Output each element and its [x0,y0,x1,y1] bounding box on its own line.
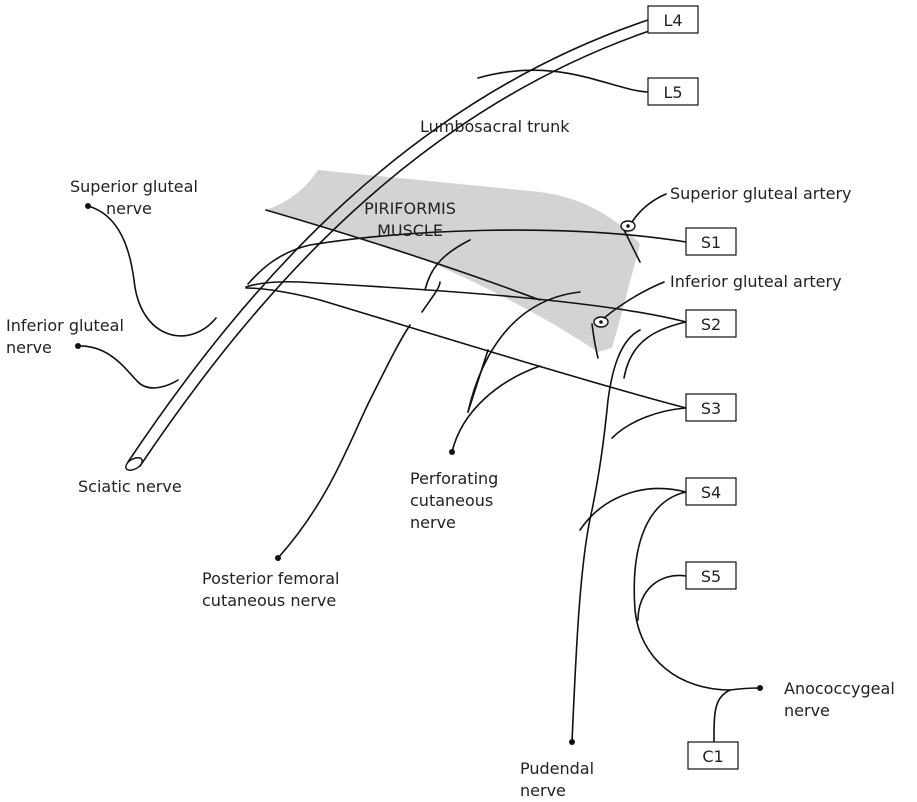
superior-gluteal-artery-label: Superior gluteal artery [670,184,852,203]
superior-gluteal-nerve-dot [85,203,91,209]
superior-gluteal-artery-dot [626,224,630,228]
sciatic-nerve-trunk-right-edge [139,29,653,467]
inferior-gluteal-nerve-label-line1: Inferior gluteal [6,316,124,335]
l5-root-nerve [477,69,649,93]
inferior-gluteal-artery-dot [599,320,603,324]
piriformis-muscle [266,170,640,352]
perforating-cutaneous-nerve-branch-2 [467,291,581,413]
perforating-cutaneous-nerve-label-line2: cutaneous [410,491,493,510]
piriformis-label-line2: MUSCLE [377,221,443,240]
pudendal-nerve-dot [569,739,575,745]
pudendal-nerve-branch [571,329,641,743]
posterior-femoral-cutaneous-nerve-dot [275,555,281,561]
root-box-s5: S5 [685,561,737,590]
anococcygeal-nerve-dot [757,685,763,691]
perforating-cutaneous-nerve-branch [451,365,541,453]
superior-gluteal-nerve-label-line2: nerve [106,199,152,218]
s5-branch [637,574,687,621]
posterior-femoral-cutaneous-nerve-branch [277,324,411,559]
sciatic-nerve-trunk-left-edge [127,19,649,463]
sciatic-nerve-cut-end [125,457,143,471]
superior-gluteal-nerve-branch [87,205,217,337]
root-box-l4: L4 [647,5,699,34]
posterior-femoral-cutaneous-nerve-upper [421,281,441,313]
inferior-gluteal-artery-vessel [591,323,599,359]
inferior-gluteal-nerve-label-line2: nerve [6,338,52,357]
perforating-cutaneous-nerve-label-line1: Perforating [410,469,498,488]
posterior-femoral-cutaneous-nerve-label-line2: cutaneous nerve [202,591,336,610]
s1-root-nerve [247,229,687,285]
root-label-s3: S3 [701,399,721,418]
root-label-l4: L4 [663,11,682,30]
root-box-s4: S4 [685,477,737,506]
pudendal-nerve-label-line2: nerve [520,781,566,800]
root-box-s2: S2 [685,309,737,338]
perforating-cutaneous-nerve-branch-3 [467,349,489,413]
inferior-gluteal-nerve-branch [77,345,179,389]
root-box-s3: S3 [685,393,737,422]
root-box-s1: S1 [685,227,737,256]
perforating-cutaneous-nerve-dot [449,449,455,455]
root-label-c1: C1 [702,747,723,766]
root-label-s1: S1 [701,233,721,252]
s3-root-nerve [245,287,687,409]
superior-gluteal-nerve-label-line1: Superior gluteal [70,177,198,196]
root-label-l5: L5 [663,83,682,102]
s3-pudendal-connection [611,407,687,439]
muscle-upper-edge-nerve [265,209,541,301]
posterior-femoral-cutaneous-nerve-label-line1: Posterior femoral [202,569,339,588]
inferior-gluteal-nerve-dot [75,343,81,349]
anococcygeal-nerve-label-line2: nerve [784,701,830,720]
s4-pudendal-connection [579,487,687,531]
inferior-gluteal-artery-leader [603,281,665,319]
pudendal-nerve-label-line1: Pudendal [520,759,594,778]
root-label-s4: S4 [701,483,721,502]
c1-branch [713,689,731,743]
sciatic-nerve-label: Sciatic nerve [78,477,182,496]
s2-pudendal-connection [623,321,687,379]
anococcygeal-nerve-label-line1: Anococcygeal [784,679,895,698]
root-label-s2: S2 [701,315,721,334]
piriformis-internal-branch [424,239,471,291]
s2-root-nerve [245,280,687,323]
anococcygeal-nerve-branch [729,687,761,691]
perforating-cutaneous-nerve-label-line3: nerve [410,513,456,532]
lumbosacral-trunk-label: Lumbosacral trunk [420,117,570,136]
root-box-c1: C1 [687,741,739,770]
s4-coccygeal-branch [633,491,731,691]
superior-gluteal-artery-leader [631,193,667,223]
inferior-gluteal-artery-label: Inferior gluteal artery [670,272,842,291]
piriformis-label-line1: PIRIFORMIS [364,199,456,218]
root-box-l5: L5 [647,77,699,106]
root-label-s5: S5 [701,567,721,586]
